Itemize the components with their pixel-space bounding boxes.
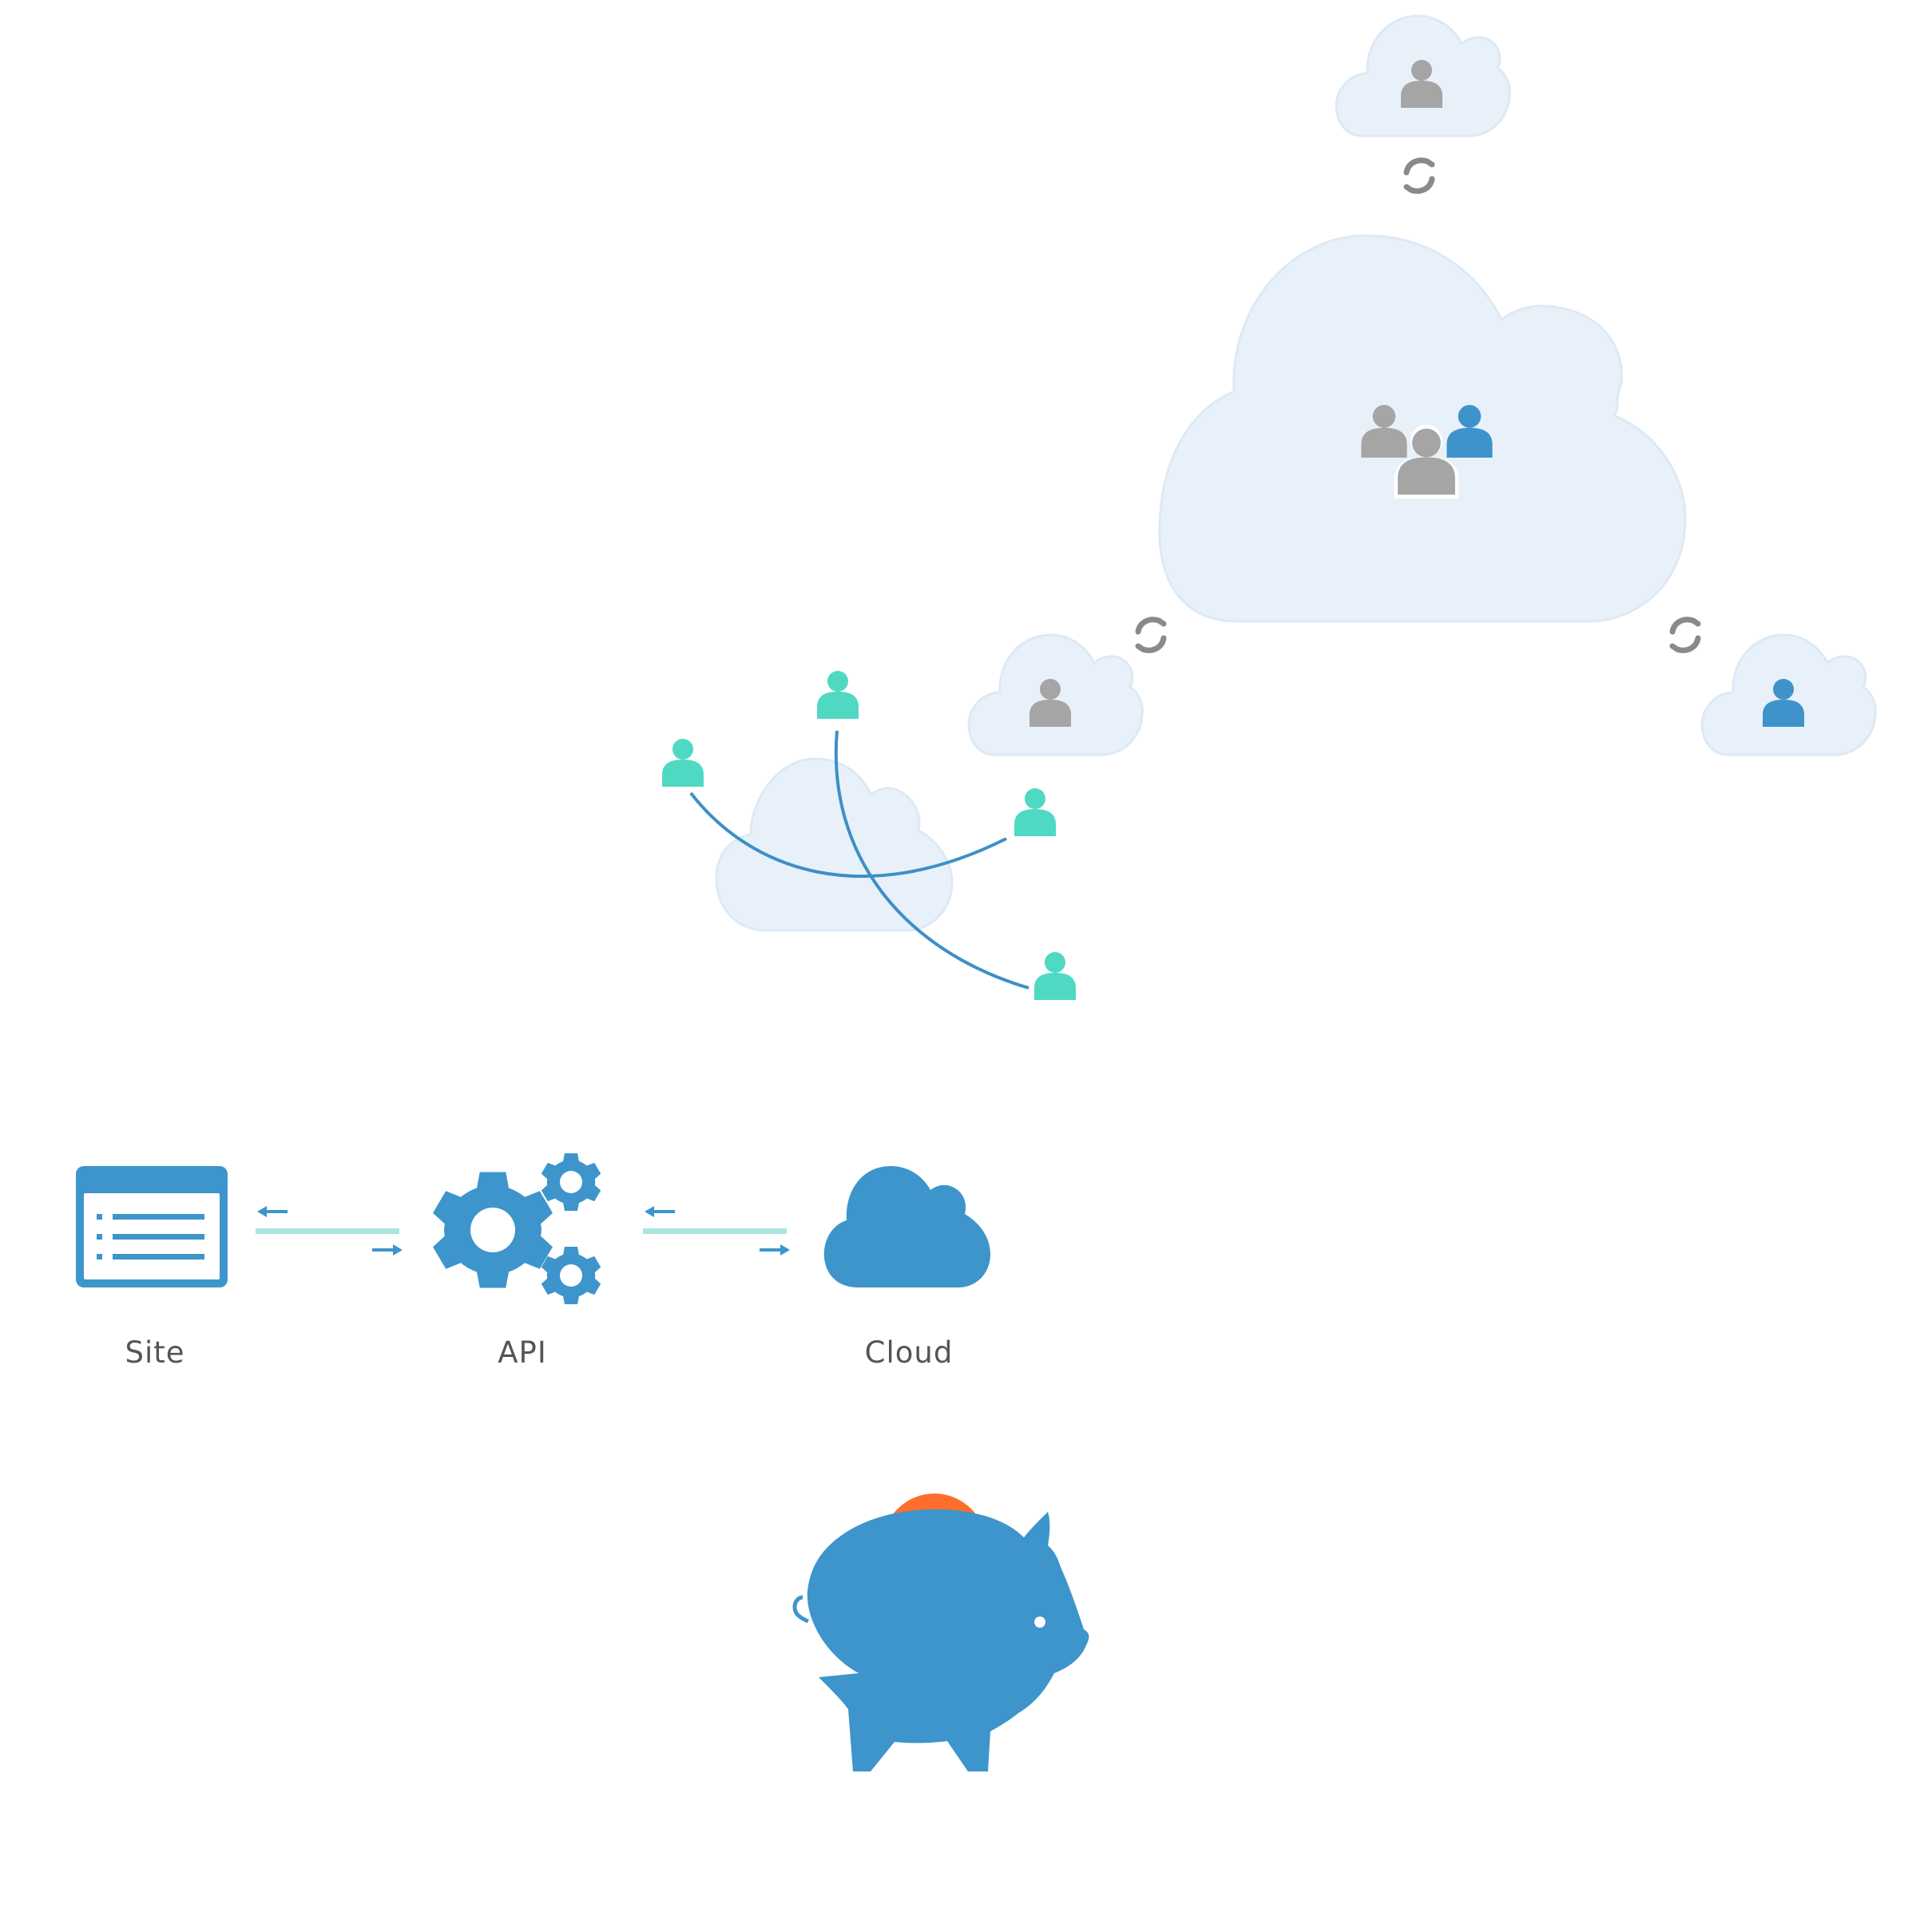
top-cloud xyxy=(1335,14,1511,137)
piggy-bank-icon: 1 xyxy=(792,1494,1089,1771)
person-icon xyxy=(1034,952,1076,1000)
network-links xyxy=(689,730,1029,990)
sync-icon-right xyxy=(1669,616,1701,654)
sync-icon-top xyxy=(1403,157,1435,195)
gears-icon xyxy=(433,1153,601,1304)
network-cloud xyxy=(662,671,1076,1000)
person-icon xyxy=(817,671,859,719)
eye xyxy=(1034,1617,1045,1628)
person-icon xyxy=(1014,788,1056,836)
cloud-icon xyxy=(823,1166,990,1287)
site-label: Site xyxy=(125,1335,185,1370)
right-cloud xyxy=(1700,633,1877,756)
connector-site-api xyxy=(256,1206,403,1256)
cloud-label: Cloud xyxy=(864,1335,954,1370)
sync-icon-left xyxy=(1135,616,1167,654)
person-icon xyxy=(662,739,704,787)
api-label: API xyxy=(498,1335,547,1370)
left-cloud xyxy=(967,633,1144,756)
browser-window-icon xyxy=(76,1166,228,1287)
main-cloud xyxy=(1158,234,1687,623)
connector-api-cloud xyxy=(643,1206,790,1256)
